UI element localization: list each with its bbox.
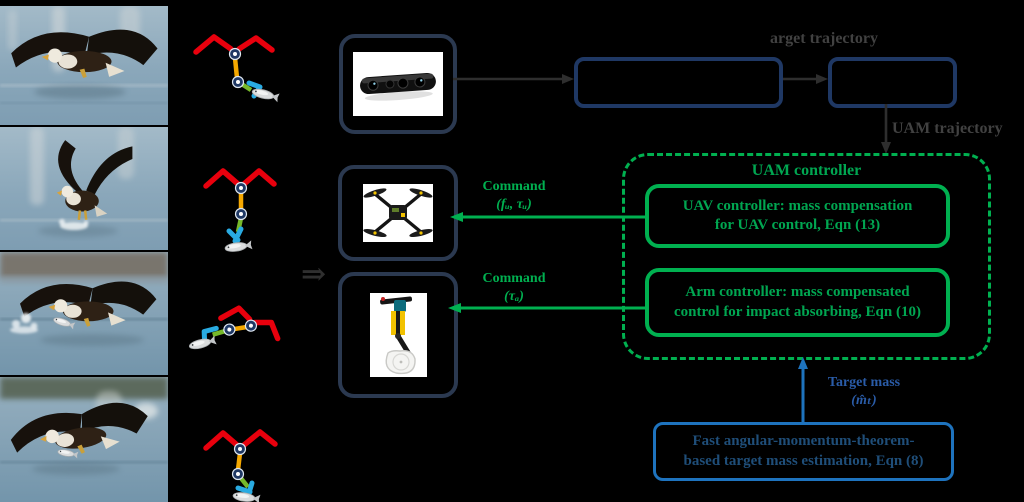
arm-command-args: (τₐ)	[504, 289, 524, 305]
mass-estimator-box: Fast angular-momentum-theorem- based tar…	[653, 422, 954, 481]
planner-to-controller-arrow	[881, 104, 891, 154]
target-mass-symbol: (m̂ₜ)	[851, 393, 877, 409]
uav-command-arrow	[450, 212, 645, 222]
stereo-camera-icon	[353, 52, 443, 116]
uav-controller-box: UAV controller: mass compensation for UA…	[645, 184, 950, 248]
target-mass-word: Target mass	[827, 375, 901, 390]
perception-to-planner-arrow	[783, 74, 828, 84]
planner-box	[828, 57, 957, 108]
bird-skeleton-schematic-1	[188, 24, 280, 104]
bird-skeleton-icon-2	[203, 168, 277, 254]
bird-skeleton-icon-1	[193, 34, 280, 103]
eagle-photo-1-image	[0, 6, 168, 125]
uav-command-label: Command (fᵤ, τᵤ)	[466, 178, 562, 214]
eagle-photo-3	[0, 252, 168, 375]
implies-arrow-icon: ⇒	[301, 258, 327, 291]
uav-controller-line1: UAV controller: mass compensation	[682, 197, 913, 214]
uav-command-args: (fᵤ, τᵤ)	[496, 197, 532, 213]
target-trajectory-label: arget trajectory	[770, 30, 878, 47]
eagle-photo-2-image	[0, 127, 168, 250]
bird-skeleton-schematic-3	[186, 300, 282, 378]
bird-skeleton-icon-3	[187, 305, 281, 352]
target-mass-label: Target mass (m̂ₜ)	[812, 374, 916, 410]
stereo-camera-box	[339, 34, 457, 134]
mass-estimator-line1: Fast angular-momentum-theorem-	[692, 433, 915, 449]
eagle-photo-3-image	[0, 252, 168, 375]
uam-trajectory-label: UAM trajectory	[892, 120, 1003, 137]
eagle-photo-2	[0, 127, 168, 250]
uam-controller-title: UAM controller	[751, 162, 862, 179]
uam-controller-group: UAM controller	[622, 153, 991, 360]
uav-command-word: Command	[482, 179, 546, 194]
uav-box	[338, 165, 458, 261]
camera-to-perception-arrow	[453, 74, 574, 84]
bird-skeleton-icon-4	[203, 429, 278, 502]
perception-box	[574, 57, 783, 108]
uav-controller-line2: for UAV control, Eqn (13)	[714, 217, 881, 233]
robot-arm-icon	[369, 293, 427, 377]
eagle-photo-4-image	[0, 377, 168, 502]
bird-skeleton-schematic-2	[196, 158, 280, 256]
arm-command-word: Command	[482, 271, 546, 286]
eagle-photo-1	[0, 6, 168, 125]
quadcopter-icon	[363, 184, 433, 242]
bird-skeleton-schematic-4	[196, 418, 284, 502]
arm-command-arrow	[448, 303, 645, 313]
robot-arm-box	[338, 272, 458, 398]
eagle-photo-4	[0, 377, 168, 502]
arm-command-label: Command (τₐ)	[466, 270, 562, 306]
target-mass-arrow	[798, 357, 808, 422]
arm-controller-box: Arm controller: mass compensated control…	[645, 268, 950, 337]
arm-controller-line1: Arm controller: mass compensated	[685, 284, 910, 300]
arm-controller-line2: control for impact absorbing, Eqn (10)	[674, 303, 921, 320]
mass-estimator-line2: based target mass estimation, Eqn (8)	[683, 452, 924, 469]
